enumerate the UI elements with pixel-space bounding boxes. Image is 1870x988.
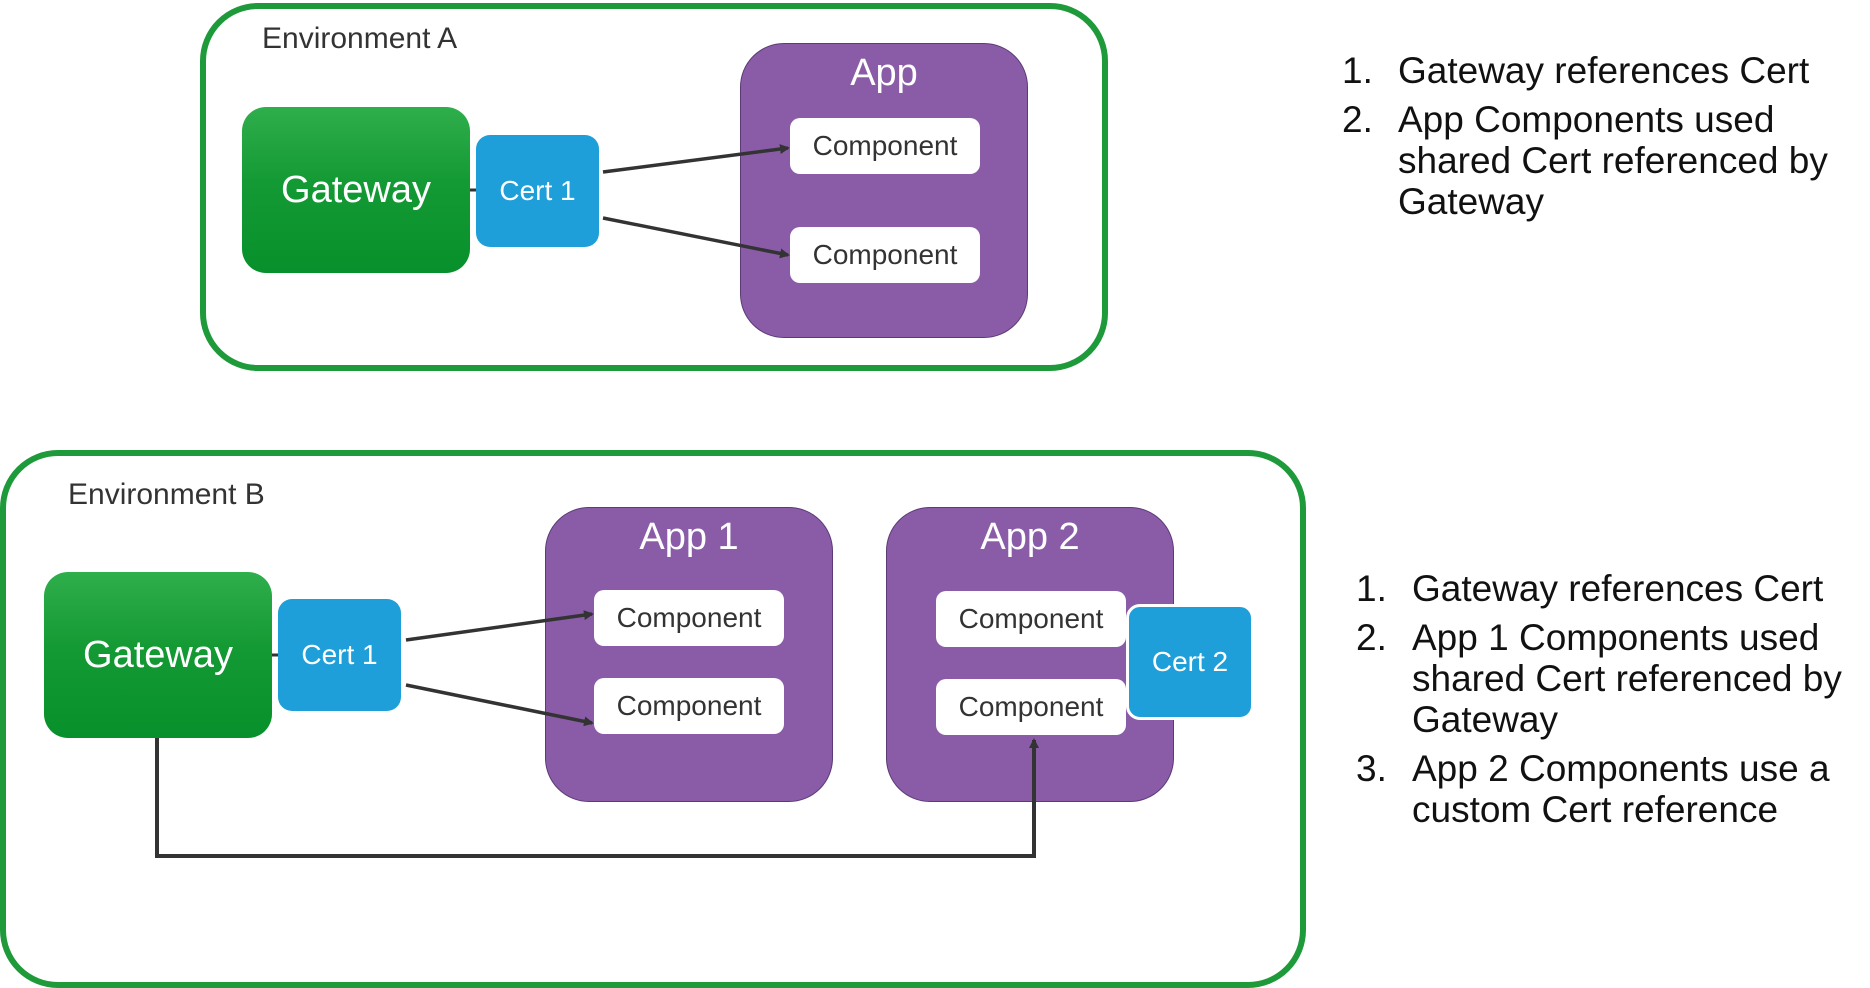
app-2-component-1-label: Component	[958, 603, 1104, 634]
notes-b: 1. Gateway references Cert 2. App 1 Comp…	[1356, 568, 1866, 838]
app-a-title: App	[850, 52, 918, 94]
notes-a-item-1: 1. Gateway references Cert	[1342, 50, 1862, 91]
notes-a-item-2: 2. App Components used shared Cert refer…	[1342, 99, 1862, 222]
notes-b-item-3-text: App 2 Components use a custom Cert refer…	[1412, 748, 1830, 830]
notes-b-item-1-text: Gateway references Cert	[1412, 568, 1824, 609]
app-1: App 1	[545, 507, 833, 802]
notes-a-item-1-number: 1.	[1342, 50, 1373, 91]
notes-b-item-2: 2. App 1 Components used shared Cert ref…	[1356, 617, 1866, 740]
arrow-cert-1-to-app-1-component-1	[405, 610, 594, 642]
app-a-component-1: Component	[790, 118, 980, 174]
notes-b-item-3-number: 3.	[1356, 748, 1387, 789]
app-a-component-2-label: Component	[812, 239, 958, 270]
notes-a-item-2-number: 2.	[1342, 99, 1373, 140]
notes-a-item-2-text: App Components used shared Cert referenc…	[1398, 99, 1828, 222]
app-1-component-1: Component	[594, 590, 784, 646]
app-a: App	[740, 43, 1028, 338]
cert-1-a-label: Cert 1	[499, 175, 576, 206]
notes-b-item-2-text: App 1 Components used shared Cert refere…	[1412, 617, 1842, 740]
environment-b-label: Environment B	[68, 478, 265, 511]
app-2-title: App 2	[980, 516, 1080, 558]
arrow-cert-1-to-app-a-component-2	[602, 216, 790, 259]
notes-b-item-1: 1. Gateway references Cert	[1356, 568, 1866, 609]
arrow-cert-1-to-app-a-component-1	[602, 144, 790, 174]
app-1-title: App 1	[639, 516, 739, 558]
arrow-cert-1-to-app-1-component-2	[405, 683, 594, 727]
gateway-b-label: Gateway	[83, 633, 233, 676]
cert-2: Cert 2	[1126, 604, 1254, 720]
gateway-a: Gateway	[242, 107, 470, 273]
app-1-component-2: Component	[594, 678, 784, 734]
cert-1-b-label: Cert 1	[301, 639, 378, 670]
notes-b-item-1-number: 1.	[1356, 568, 1387, 609]
cert-1-b: Cert 1	[278, 599, 401, 711]
app-a-component-2: Component	[790, 227, 980, 283]
app-2-component-2-label: Component	[958, 691, 1104, 722]
gateway-a-label: Gateway	[281, 168, 431, 211]
arrow-gateway-b-to-app-2-component-2	[155, 738, 1039, 858]
app-2-component-2: Component	[936, 679, 1126, 735]
notes-b-item-3: 3. App 2 Components use a custom Cert re…	[1356, 748, 1866, 830]
app-2-component-1: Component	[936, 591, 1126, 647]
app-1-component-2-label: Component	[616, 690, 762, 721]
app-1-component-1-label: Component	[616, 602, 762, 633]
environment-a-label: Environment A	[262, 22, 458, 55]
cert-1-a: Cert 1	[476, 135, 599, 247]
notes-b-item-2-number: 2.	[1356, 617, 1387, 658]
gateway-b: Gateway	[44, 572, 272, 738]
cert-2-label: Cert 2	[1151, 646, 1229, 677]
notes-a: 1. Gateway references Cert 2. App Compon…	[1342, 50, 1862, 230]
app-a-component-1-label: Component	[812, 130, 958, 161]
notes-a-item-1-text: Gateway references Cert	[1398, 50, 1810, 91]
